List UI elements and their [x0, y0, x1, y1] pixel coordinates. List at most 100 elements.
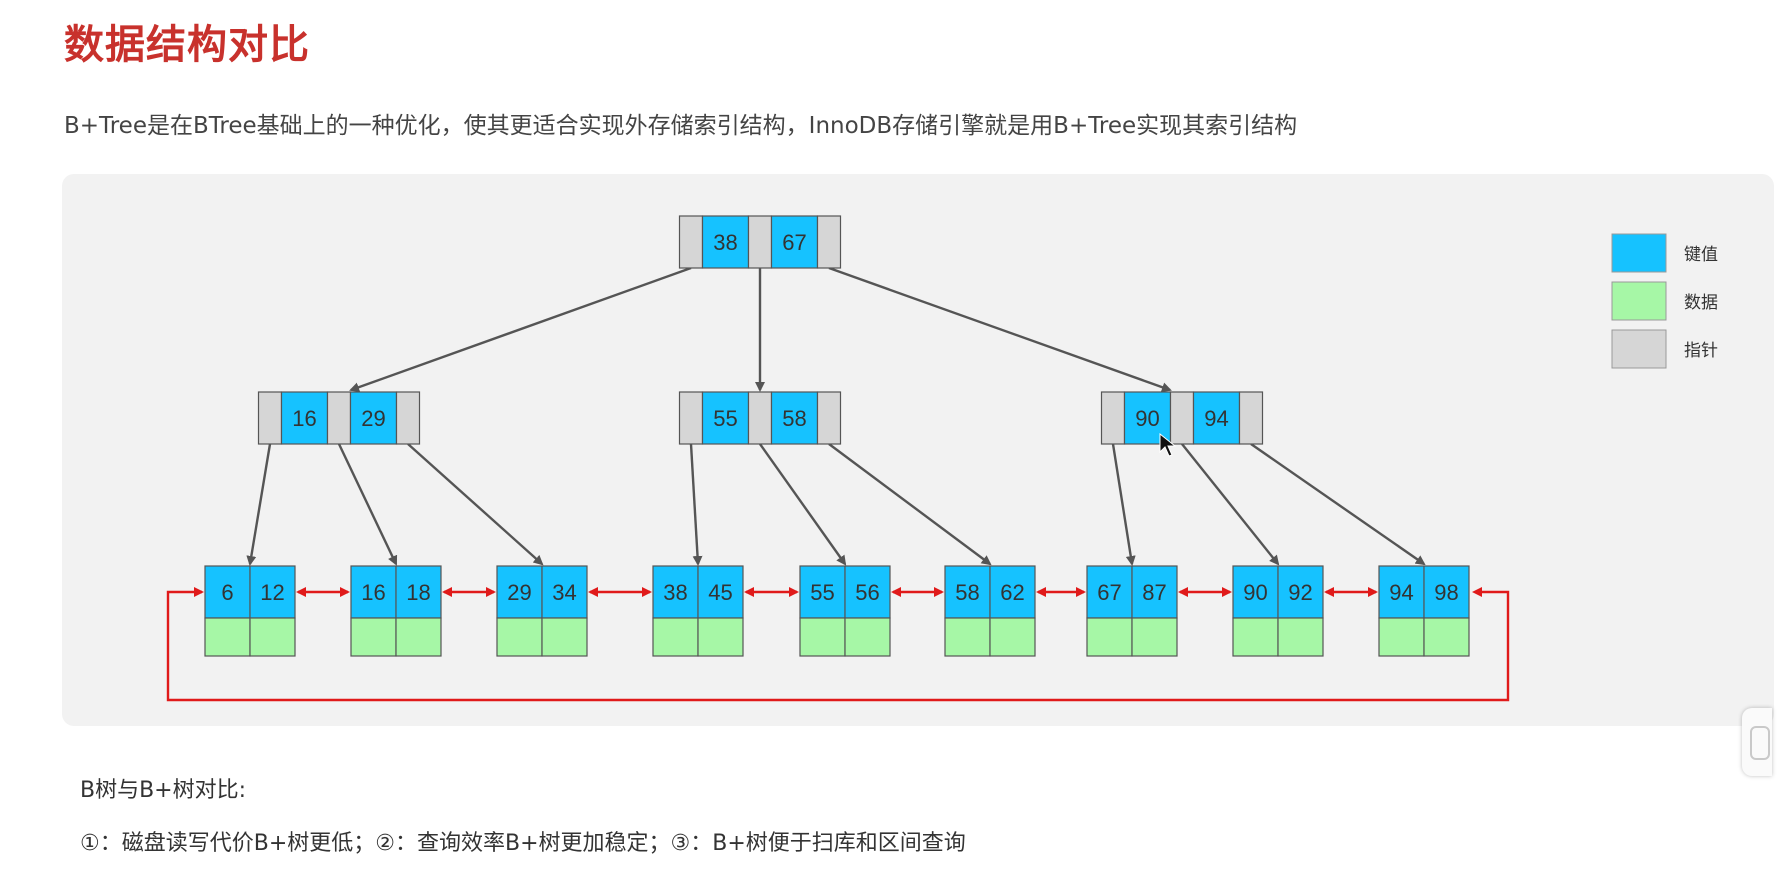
- leaf-key-value: 16: [361, 580, 385, 605]
- mouse-cursor-icon: [1159, 432, 1177, 457]
- pointer-edge: [1181, 443, 1280, 566]
- pointer-cell: [678, 391, 704, 445]
- leaf-key-value: 55: [810, 580, 834, 605]
- pointer-cell: [1169, 391, 1195, 445]
- legend-swatch: [1611, 281, 1667, 321]
- leaf-key-value: 87: [1142, 580, 1166, 605]
- leaf-key-value: 90: [1243, 580, 1267, 605]
- legend-swatch: [1611, 329, 1667, 369]
- leaf-key-value: 34: [552, 580, 576, 605]
- key-cell: [701, 391, 750, 445]
- key-value: 58: [782, 406, 806, 431]
- diagram-panel: [62, 174, 1774, 726]
- leaf-key-cell: [496, 565, 543, 619]
- leaf-key-cell: [350, 565, 397, 619]
- leaf-key-cell: [395, 565, 442, 619]
- pointer-edge: [246, 443, 272, 566]
- leaf-key-cell: [249, 565, 296, 619]
- leaf-key-value: 12: [260, 580, 284, 605]
- page-title: 数据结构对比: [64, 22, 310, 68]
- leaf-data-cell: [204, 617, 251, 657]
- leaf-key-cell: [1131, 565, 1178, 619]
- leaf-key-cell: [944, 565, 991, 619]
- leaf-data-cell: [944, 617, 991, 657]
- leaf-key-value: 18: [406, 580, 430, 605]
- leaf-key-value: 38: [663, 580, 687, 605]
- leaf-key-cell: [1277, 565, 1324, 619]
- pointer-cell: [326, 391, 352, 445]
- pointer-cell: [816, 215, 842, 269]
- leaf-data-cell: [844, 617, 891, 657]
- leaf-data-cell: [1423, 617, 1470, 657]
- page-subtitle: B+Tree是在BTree基础上的一种优化，使其更适合实现外存储索引结构，Inn…: [64, 113, 1298, 139]
- pointer-cell: [257, 391, 283, 445]
- leaf-data-cell: [697, 617, 744, 657]
- key-value: 29: [361, 406, 385, 431]
- leaf-data-cell: [395, 617, 442, 657]
- leaf-key-cell: [204, 565, 251, 619]
- pointer-edge: [828, 266, 1172, 393]
- comparison-title: B树与B+树对比:: [80, 778, 247, 803]
- leaf-loop-link: [166, 587, 1510, 702]
- leaf-node: 55 56: [799, 565, 891, 657]
- leaf-data-cell: [1232, 617, 1279, 657]
- key-value: 55: [713, 406, 737, 431]
- side-scroll-button[interactable]: [1742, 708, 1772, 776]
- scroll-icon: [1750, 726, 1770, 760]
- key-value: 16: [292, 406, 316, 431]
- key-value: 90: [1135, 406, 1159, 431]
- leaf-key-value: 94: [1389, 580, 1413, 605]
- leaf-key-cell: [541, 565, 588, 619]
- leaf-key-value: 62: [1000, 580, 1024, 605]
- pointer-edge: [759, 443, 847, 566]
- key-cell: [280, 391, 329, 445]
- internal-node: 90 94: [1100, 391, 1264, 445]
- leaf-data-cell: [989, 617, 1036, 657]
- leaf-node: 29 34: [496, 565, 588, 657]
- leaf-key-cell: [697, 565, 744, 619]
- legend-label: 键值: [1684, 245, 1718, 265]
- leaf-data-cell: [799, 617, 846, 657]
- leaf-data-cell: [350, 617, 397, 657]
- pointer-edge: [689, 443, 703, 566]
- pointer-edge: [1250, 443, 1426, 566]
- leaf-node: 90 92: [1232, 565, 1324, 657]
- leaf-key-value: 6: [221, 580, 233, 605]
- legend-swatch: [1611, 233, 1667, 273]
- leaf-data-cell: [652, 617, 699, 657]
- loop-arrow-head: [1472, 587, 1482, 597]
- legend-label: 数据: [1684, 293, 1718, 313]
- leaf-data-cell: [1131, 617, 1178, 657]
- leaf-key-cell: [989, 565, 1036, 619]
- key-value: 67: [782, 230, 806, 255]
- leaf-data-cell: [1277, 617, 1324, 657]
- pointer-cell: [816, 391, 842, 445]
- leaf-key-cell: [652, 565, 699, 619]
- pointer-edge: [407, 443, 544, 566]
- leaf-node: 6 12: [204, 565, 296, 657]
- pointer-cell: [747, 391, 773, 445]
- leaf-key-value: 67: [1097, 580, 1121, 605]
- leaf-key-value: 92: [1288, 580, 1312, 605]
- pointer-edge: [1111, 443, 1136, 566]
- key-value: 94: [1204, 406, 1228, 431]
- leaf-key-value: 29: [507, 580, 531, 605]
- pointer-edge: [349, 266, 692, 393]
- leaf-data-cell: [1086, 617, 1133, 657]
- pointer-cell: [678, 215, 704, 269]
- key-cell: [1123, 391, 1172, 445]
- pointer-cell: [1238, 391, 1264, 445]
- leaf-data-cell: [249, 617, 296, 657]
- leaf-key-value: 98: [1434, 580, 1458, 605]
- leaf-key-value: 45: [708, 580, 732, 605]
- leaf-node: 67 87: [1086, 565, 1178, 657]
- key-cell: [701, 215, 750, 269]
- leaf-key-value: 56: [855, 580, 879, 605]
- tree-edges: [246, 266, 1426, 566]
- pointer-cell: [1100, 391, 1126, 445]
